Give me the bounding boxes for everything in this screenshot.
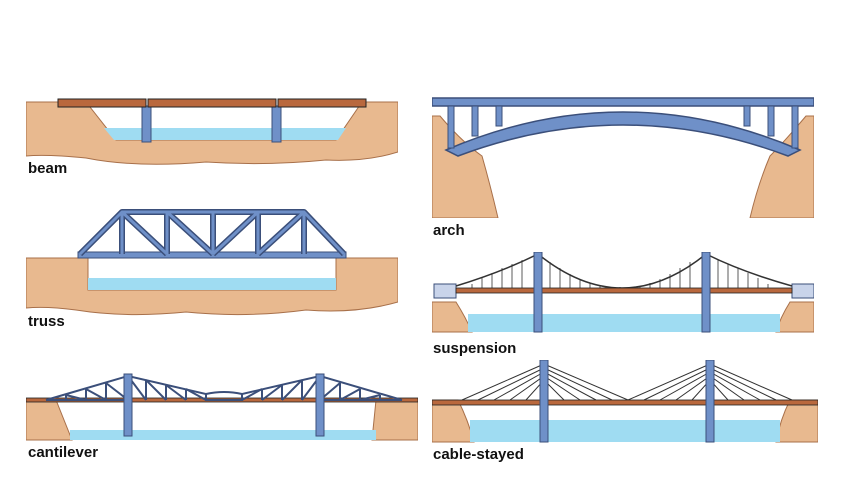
cantilever-label: cantilever [28, 444, 99, 461]
cable-stayed-ground-left [432, 399, 475, 443]
cantilever-pier-left [123, 373, 133, 437]
cable-stayed-stays-left [461, 363, 629, 401]
truss-label: truss [28, 313, 65, 330]
cantilever-truss-right [241, 374, 403, 401]
arch-deck [432, 97, 814, 107]
beam-deck-span-1 [57, 98, 147, 108]
arch-cliff-left [432, 115, 499, 218]
truss-ground [26, 257, 398, 316]
cable-stayed-stays-right [627, 363, 793, 401]
cable-stayed-deck [432, 399, 818, 406]
cantilever-ground-left [26, 399, 73, 441]
arch-rib [444, 111, 802, 157]
suspension-ground-left [432, 301, 473, 333]
suspension-anchor-left [433, 283, 457, 299]
suspension-tower-left [533, 252, 543, 333]
suspension-ground-right [775, 301, 814, 333]
beam-bridge-illustration [26, 98, 398, 165]
suspension-label: suspension [433, 340, 517, 357]
beam-ground [26, 101, 398, 165]
cantilever-ground-right [371, 399, 418, 441]
truss-frame-fill [78, 210, 346, 256]
truss-water [88, 278, 336, 290]
suspension-deck [455, 287, 793, 294]
beam-label: beam [28, 160, 68, 177]
cable-stayed-pylon-left [539, 360, 549, 443]
cantilever-water [70, 430, 376, 440]
arch-label: arch [433, 222, 465, 239]
cable-stayed-pylon-right [705, 360, 715, 443]
beam-deck-span-3 [277, 98, 367, 108]
truss-bridge-illustration [26, 209, 398, 316]
suspension-main-cable [455, 253, 793, 289]
suspension-bridge-illustration [432, 252, 814, 333]
suspension-water [468, 314, 780, 332]
beam-pier-left [141, 105, 152, 143]
cable-stayed-label: cable-stayed [433, 446, 524, 463]
beam-water [104, 128, 346, 140]
arch-bridge-illustration [432, 97, 814, 218]
arch-spandrel-columns [447, 105, 799, 149]
cable-stayed-water [470, 420, 780, 442]
arch-cliff-right [749, 115, 814, 218]
cable-stayed-bridge-illustration [432, 360, 818, 443]
suspension-anchor-right [791, 283, 814, 299]
cantilever-pier-right [315, 373, 325, 437]
beam-pier-right [271, 105, 282, 143]
cantilever-bridge-illustration [26, 373, 418, 441]
cable-stayed-ground-right [775, 399, 818, 443]
beam-deck-span-2 [147, 98, 277, 108]
suspension-tower-right [701, 252, 711, 333]
